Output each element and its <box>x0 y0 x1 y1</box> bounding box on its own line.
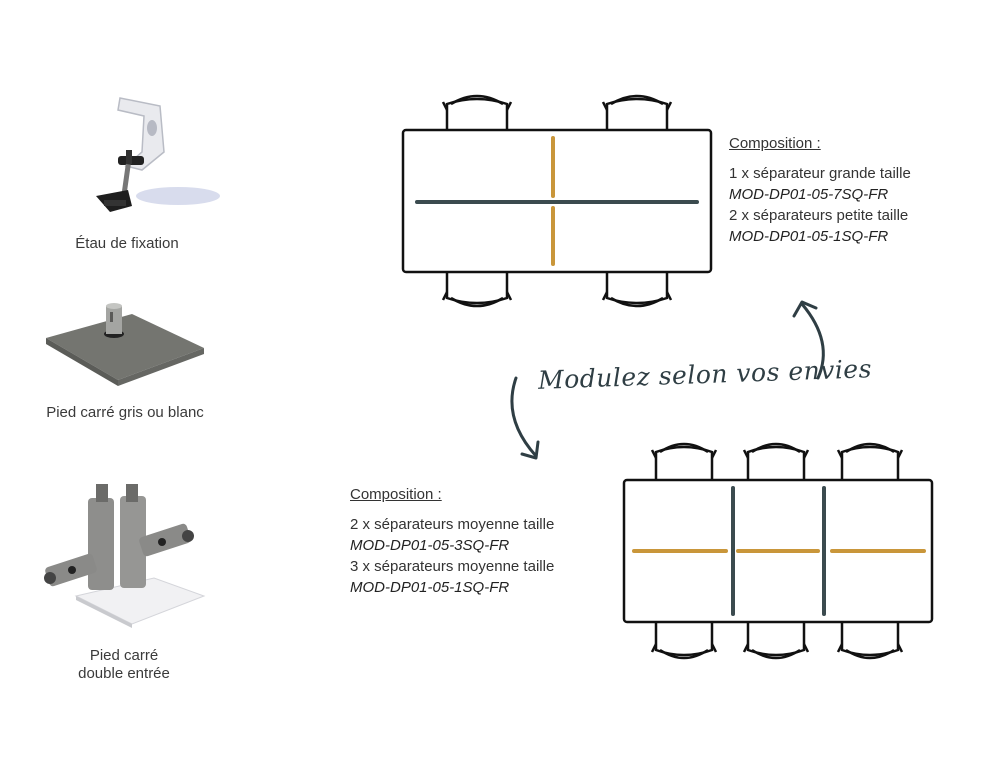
composition-bottom-code1: MOD-DP01-05-3SQ-FR <box>350 537 510 554</box>
product-caption-clamp: Étau de fixation <box>75 235 179 252</box>
composition-top-title: Composition : <box>729 135 821 152</box>
product-caption-line1: Pied carré <box>89 647 159 664</box>
composition-bottom-code2: MOD-DP01-05-1SQ-FR <box>350 579 510 596</box>
chair-bottom-3 <box>836 622 904 660</box>
chair-top-left <box>441 94 513 130</box>
product-caption-double-entry: Pied carré double entrée <box>44 647 204 683</box>
product-caption-square-base: Pied carré gris ou blanc <box>46 404 204 421</box>
tagline: Modulez selon vos envies <box>537 354 873 395</box>
table-diagram-two-by-two <box>401 94 713 308</box>
clamp-icon <box>96 97 220 212</box>
square-base-icon <box>46 303 204 386</box>
chair-top-2 <box>742 442 810 480</box>
chair-top-1 <box>650 442 718 480</box>
composition-bottom-line2: 3 x séparateurs moyenne taille <box>350 558 555 575</box>
chair-bottom-2 <box>742 622 810 660</box>
composition-bottom: Composition : 2 x séparateurs moyenne ta… <box>350 484 554 598</box>
composition-bottom-line1: 2 x séparateurs moyenne taille <box>350 516 555 533</box>
curved-arrow-up-icon <box>792 300 825 380</box>
composition-bottom-title: Composition : <box>350 486 442 503</box>
chair-top-right <box>601 94 673 130</box>
double-entry-base-icon <box>44 484 206 628</box>
composition-top-line1: 1 x séparateur grande taille <box>729 165 911 182</box>
product-caption-line2: double entrée <box>78 665 170 682</box>
chair-bottom-right <box>601 272 673 308</box>
chair-top-3 <box>836 442 904 480</box>
composition-top-code2: MOD-DP01-05-1SQ-FR <box>729 228 889 245</box>
curved-arrow-down-icon <box>510 376 540 460</box>
composition-top-line2: 2 x séparateurs petite taille <box>729 207 909 224</box>
composition-top-code1: MOD-DP01-05-7SQ-FR <box>729 186 889 203</box>
chair-bottom-1 <box>650 622 718 660</box>
chair-bottom-left <box>441 272 513 308</box>
composition-top: Composition : 1 x séparateur grande tail… <box>729 133 911 247</box>
table-diagram-three-by-two <box>622 442 934 660</box>
